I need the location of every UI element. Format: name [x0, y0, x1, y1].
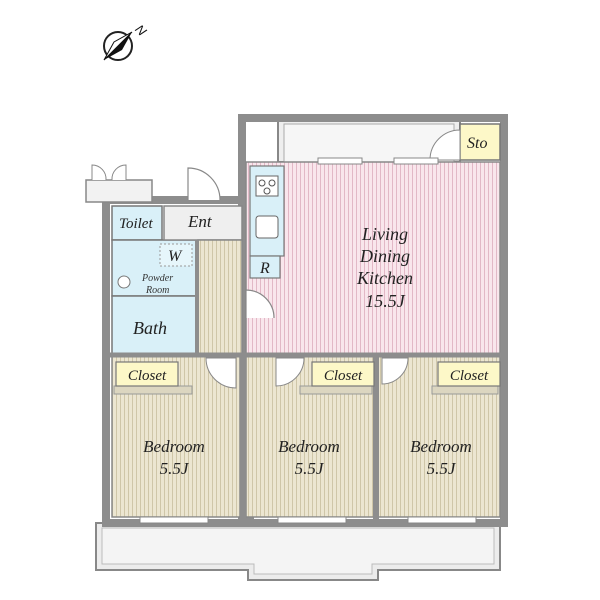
- refrigerator-space: [249, 255, 281, 279]
- corridor: [197, 239, 243, 355]
- closet-left-space: [113, 385, 193, 395]
- north-label: N: [132, 22, 150, 40]
- storage-label: Sto: [467, 135, 487, 152]
- closet-left-tag: [115, 361, 179, 387]
- closet-left-label: Closet: [128, 368, 167, 384]
- powder-room-label-1: Powder: [141, 273, 173, 284]
- bedroom-left-size: 5.5J: [160, 459, 190, 478]
- bedroom-left-label: Bedroom: [143, 437, 205, 456]
- ldk-room: [245, 161, 501, 355]
- bedroom-center-label: Bedroom: [278, 437, 340, 456]
- closet-right-space: [431, 385, 499, 395]
- entrance-area: [163, 205, 243, 241]
- bedroom-right-door: [381, 357, 409, 385]
- entry-door: [187, 167, 221, 201]
- storage-space: [459, 123, 501, 161]
- bedroom-windows: [139, 516, 477, 524]
- ldk-size: 15.5J: [365, 291, 406, 311]
- ldk-label-line3: Kitchen: [356, 268, 413, 288]
- stove-icon: [255, 175, 279, 197]
- closet-right-tag: [437, 361, 501, 387]
- powder-room-label-2: Room: [145, 285, 169, 296]
- porch-gate: [85, 164, 153, 203]
- sink-icon: [117, 275, 131, 289]
- closet-center-label: Closet: [324, 368, 363, 384]
- lower-balcony: [95, 522, 501, 581]
- closet-center-space: [299, 385, 373, 395]
- bedroom-right-size: 5.5J: [427, 459, 457, 478]
- kitchen-sink-icon: [255, 215, 279, 239]
- washer-label: W: [168, 248, 183, 265]
- bath-room: [111, 295, 197, 355]
- compass-icon: N: [103, 22, 150, 61]
- closet-right-label: Closet: [450, 368, 489, 384]
- toilet-label: Toilet: [119, 216, 153, 232]
- bedroom-right-label: Bedroom: [410, 437, 472, 456]
- washer-box: [159, 243, 193, 267]
- ldk-label-line1: Living: [361, 224, 408, 244]
- ldk-door: [245, 289, 275, 319]
- bedroom-left-door: [205, 357, 237, 389]
- ldk-label-line2: Dining: [359, 246, 410, 266]
- closet-center-tag: [311, 361, 375, 387]
- bath-label: Bath: [133, 318, 167, 338]
- bedroom-center-door: [275, 357, 305, 387]
- storage-door: [429, 129, 461, 161]
- refrigerator-label: R: [259, 260, 270, 277]
- ldk-windows: [317, 157, 439, 165]
- entrance-label: Ent: [187, 212, 213, 231]
- bedroom-center-size: 5.5J: [295, 459, 325, 478]
